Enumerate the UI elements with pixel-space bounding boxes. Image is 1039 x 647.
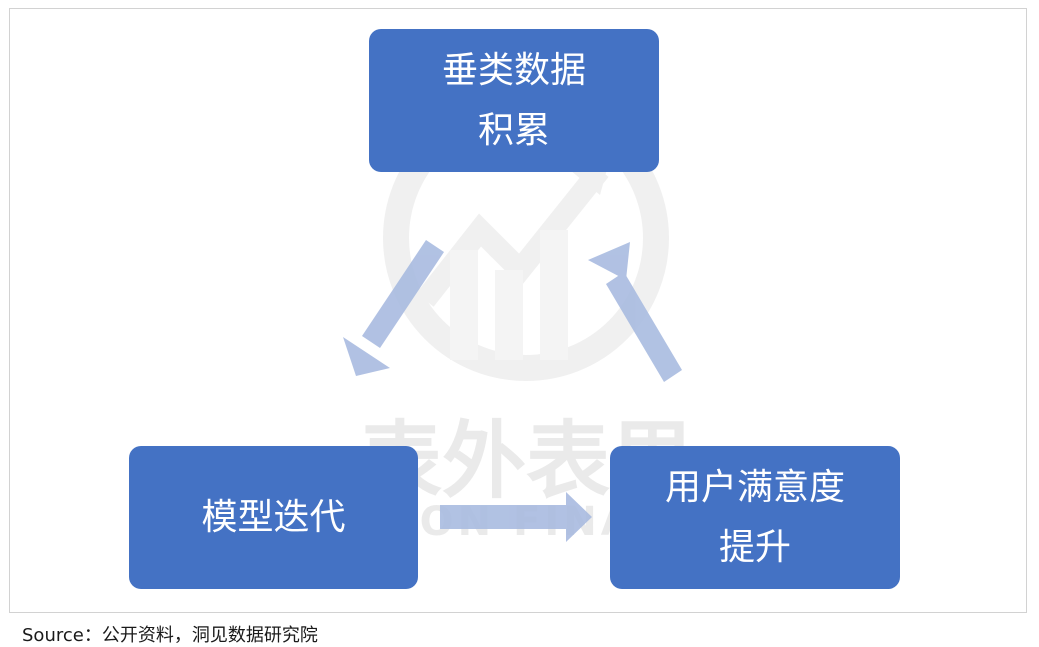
source-caption: Source：公开资料，洞见数据研究院	[22, 625, 318, 646]
node-user-satisfaction: 用户满意度 提升	[610, 446, 900, 589]
arrow-satisfaction-to-data	[588, 242, 682, 382]
arrow-model-to-satisfaction	[440, 492, 592, 542]
node-model-iteration-label: 模型迭代	[201, 496, 346, 538]
node-user-satisfaction-line2: 提升	[718, 526, 791, 568]
node-vertical-data-line1: 垂类数据	[441, 49, 586, 91]
arrow-data-to-model	[343, 240, 444, 376]
node-vertical-data: 垂类数据 积累	[369, 29, 659, 172]
node-user-satisfaction-line1: 用户满意度	[664, 466, 845, 508]
node-vertical-data-line2: 积累	[477, 109, 550, 151]
node-model-iteration: 模型迭代	[129, 446, 418, 589]
